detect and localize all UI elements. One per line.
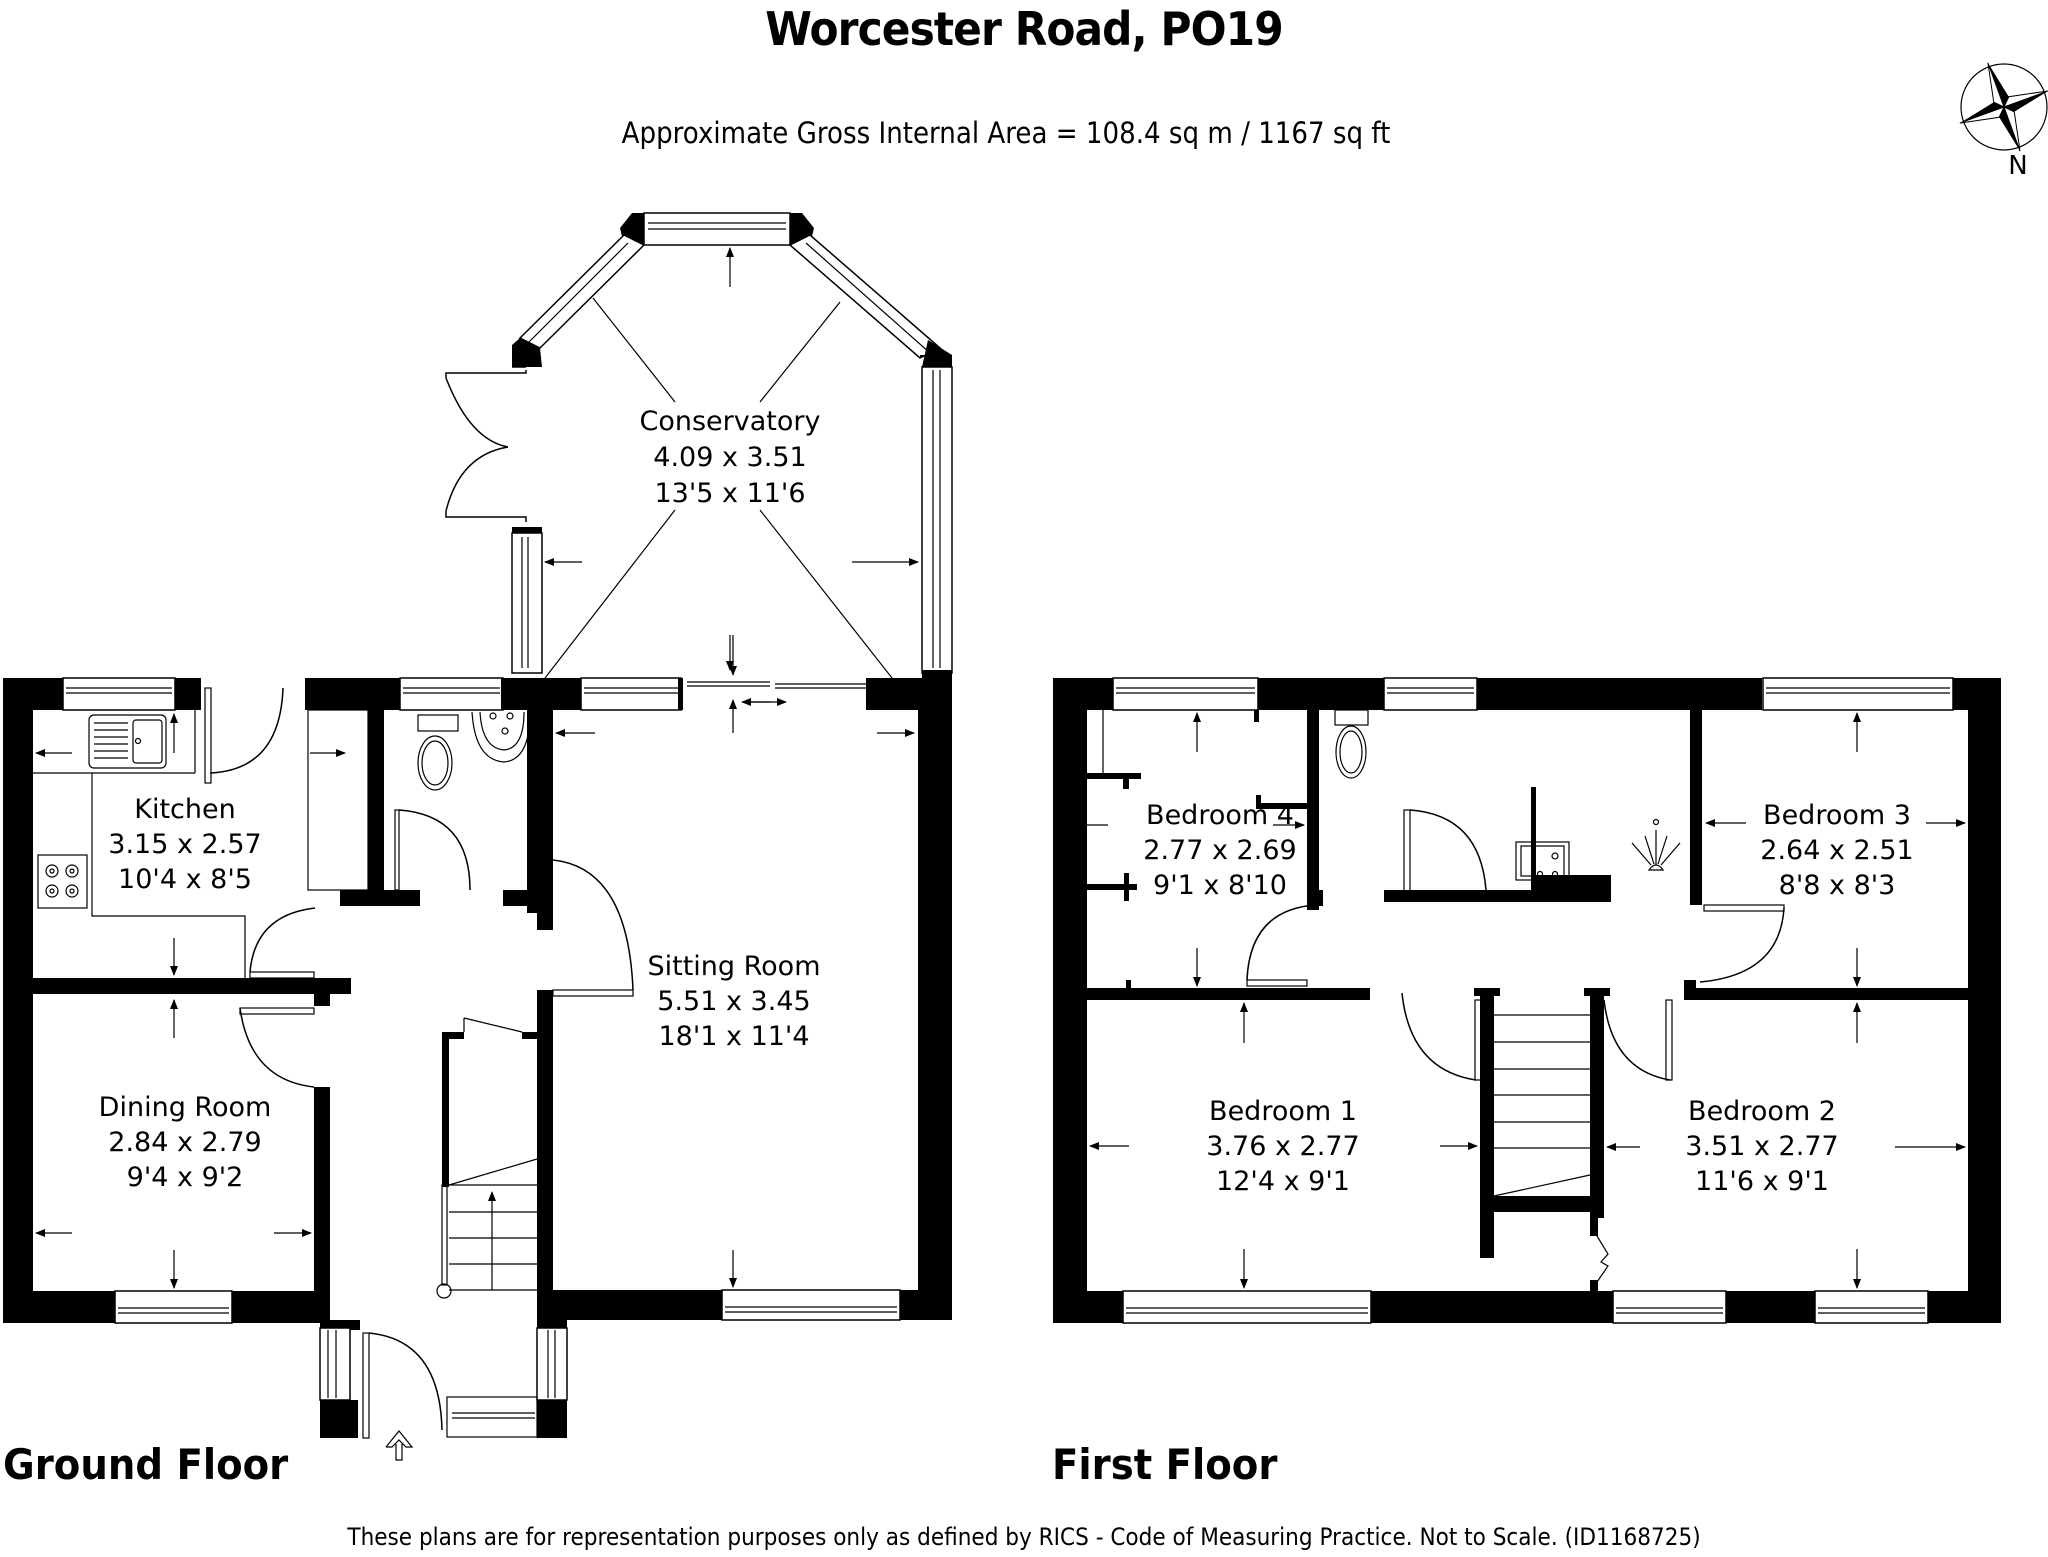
bedroom4-metric: 2.77 x 2.69 <box>1143 835 1296 866</box>
bedroom4-name: Bedroom 4 <box>1146 800 1294 831</box>
bedroom4-imperial: 9'1 x 8'10 <box>1153 870 1287 901</box>
compass-north-label: N <box>2008 151 2027 181</box>
kitchen-metric: 3.15 x 2.57 <box>108 829 261 860</box>
bedroom3-imperial: 8'8 x 8'3 <box>1779 870 1896 901</box>
dining-room-imperial: 9'4 x 9'2 <box>127 1162 244 1193</box>
bedroom1-imperial: 12'4 x 9'1 <box>1216 1166 1350 1197</box>
ground-floor-label: Ground Floor <box>3 1440 289 1489</box>
shower-icon <box>1631 818 1681 871</box>
first-floor-label: First Floor <box>1052 1440 1278 1489</box>
bedroom1-metric: 3.76 x 2.77 <box>1206 1131 1359 1162</box>
dining-room-name: Dining Room <box>99 1092 272 1123</box>
sitting-room-imperial: 18'1 x 11'4 <box>658 1021 809 1052</box>
gross-internal-area: Approximate Gross Internal Area = 108.4 … <box>621 116 1391 150</box>
bedroom2-metric: 3.51 x 2.77 <box>1685 1131 1838 1162</box>
compass-rose-icon: N <box>1959 62 2048 181</box>
sitting-room-metric: 5.51 x 3.45 <box>657 986 810 1017</box>
conservatory-name: Conservatory <box>640 406 821 437</box>
sitting-room-name: Sitting Room <box>647 951 820 982</box>
kitchen-name: Kitchen <box>134 794 235 825</box>
conservatory-frame <box>445 212 953 680</box>
ground-floor-plan: Conservatory 4.09 x 3.51 13'5 x 11'6 <box>3 212 953 1461</box>
bedroom2-imperial: 11'6 x 9'1 <box>1695 1166 1829 1197</box>
disclaimer-text: These plans are for representation purpo… <box>347 1523 1701 1551</box>
first-floor-plan: Bedroom 4 2.77 x 2.69 9'1 x 8'10 Bedroom… <box>1053 677 2001 1324</box>
bedroom3-metric: 2.64 x 2.51 <box>1760 835 1913 866</box>
kitchen-imperial: 10'4 x 8'5 <box>118 864 252 895</box>
conservatory-imperial: 13'5 x 11'6 <box>654 478 805 509</box>
entrance-arrow-icon <box>385 1430 414 1461</box>
bedroom1-name: Bedroom 1 <box>1209 1096 1357 1127</box>
bedroom2-name: Bedroom 2 <box>1688 1096 1836 1127</box>
conservatory-metric: 4.09 x 3.51 <box>653 442 806 473</box>
plan-title: Worcester Road, PO19 <box>765 2 1283 56</box>
bedroom3-name: Bedroom 3 <box>1763 800 1911 831</box>
dining-room-metric: 2.84 x 2.79 <box>108 1127 261 1158</box>
